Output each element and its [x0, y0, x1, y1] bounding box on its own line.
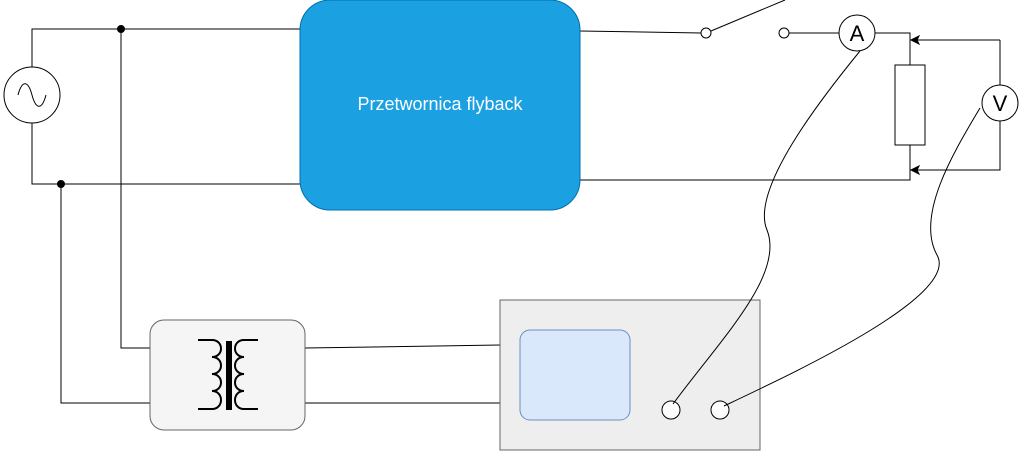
junction-dot: [57, 180, 65, 188]
probe-cable-voltage: [723, 107, 981, 407]
arrow-head-bottom: [909, 164, 921, 176]
resistor-icon: [894, 64, 926, 146]
wires: [31, 28, 1001, 404]
probe-input-1: [661, 400, 681, 420]
transformer-icon: [198, 339, 258, 410]
probe-cable-current: [672, 50, 861, 405]
oscilloscope-screen: [519, 329, 631, 421]
isolation-transformer-block: [149, 319, 306, 431]
junction-dot: [117, 25, 125, 33]
ammeter-label: A: [850, 21, 865, 46]
oscilloscope-block: [499, 299, 761, 451]
switch-icon: [700, 0, 790, 39]
flyback-converter-block: Przetwornica flyback: [299, 0, 581, 211]
ac-source-icon: [3, 66, 61, 124]
ammeter-icon: A: [838, 14, 876, 52]
voltmeter-icon: V: [981, 84, 1019, 122]
converter-label: Przetwornica flyback: [357, 94, 523, 114]
arrow-head-top: [909, 34, 921, 46]
probe-input-2: [710, 400, 730, 420]
voltmeter-label: V: [993, 91, 1008, 116]
